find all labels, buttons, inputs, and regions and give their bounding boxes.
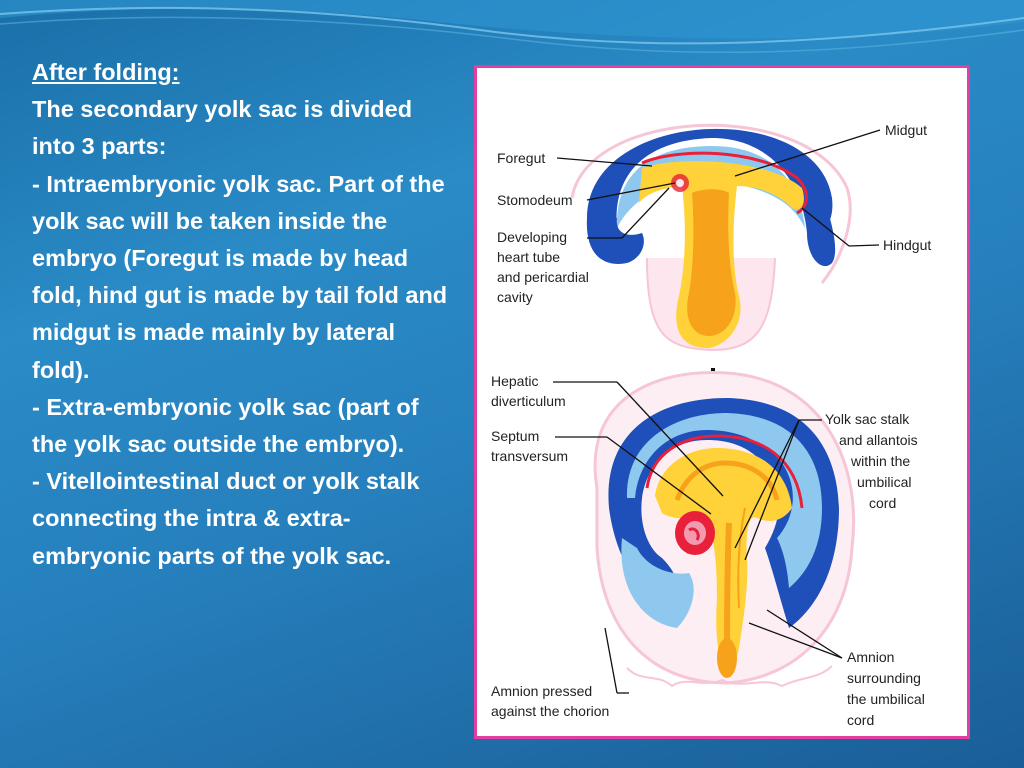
label-amnion-line-4: cord <box>847 712 874 728</box>
label-foregut: Foregut <box>497 150 545 166</box>
label-stalk-line-4: umbilical <box>857 474 911 490</box>
label-amnion-line-2: surrounding <box>847 670 921 686</box>
label-septum-line-2: transversum <box>491 448 568 464</box>
label-amnion-line-1: Amnion <box>847 649 894 665</box>
slide-heading: After folding: <box>32 59 180 85</box>
label-heart-line-3: and pericardial <box>497 269 589 285</box>
extraembryonic-paragraph: - Extra-embryonic yolk sac (part of the … <box>32 393 419 458</box>
label-septum-line-1: Septum <box>491 428 539 444</box>
label-pressed-line-2: against the chorion <box>491 703 609 719</box>
label-stalk-line-5: cord <box>869 495 896 511</box>
label-stalk-line-2: and allantois <box>839 432 918 448</box>
slide-body-text: After folding: The secondary yolk sac is… <box>32 54 452 575</box>
label-heart-line-1: Developing <box>497 229 567 245</box>
intraembryonic-paragraph: - Intraembryonic yolk sac. Part of the y… <box>32 170 448 383</box>
intro-paragraph: The secondary yolk sac is divided into 3… <box>32 96 413 160</box>
label-heart-line-4: cavity <box>497 289 533 305</box>
label-stalk-line-1: Yolk sac stalk <box>825 411 910 427</box>
label-hepatic-line-1: Hepatic <box>491 373 538 389</box>
leader-lines <box>553 129 881 694</box>
vitellointestinal-paragraph: - Vitellointestinal duct or yolk stalk c… <box>32 468 420 569</box>
top-embryo <box>570 123 852 352</box>
label-heart-line-2: heart tube <box>497 249 560 265</box>
label-stalk-line-3: within the <box>850 453 910 469</box>
embryo-diagram: Midgut Foregut Stomodeum Hindgut Develop… <box>491 122 931 728</box>
label-midgut: Midgut <box>885 122 927 138</box>
top-wave-decoration <box>0 0 1024 54</box>
label-stomodeum: Stomodeum <box>497 192 572 208</box>
embryo-folding-figure: Midgut Foregut Stomodeum Hindgut Develop… <box>474 65 970 739</box>
label-amnion-line-3: the umbilical <box>847 691 925 707</box>
label-hindgut: Hindgut <box>883 237 931 253</box>
label-pressed-line-1: Amnion pressed <box>491 683 592 699</box>
label-hepatic-line-2: diverticulum <box>491 393 566 409</box>
